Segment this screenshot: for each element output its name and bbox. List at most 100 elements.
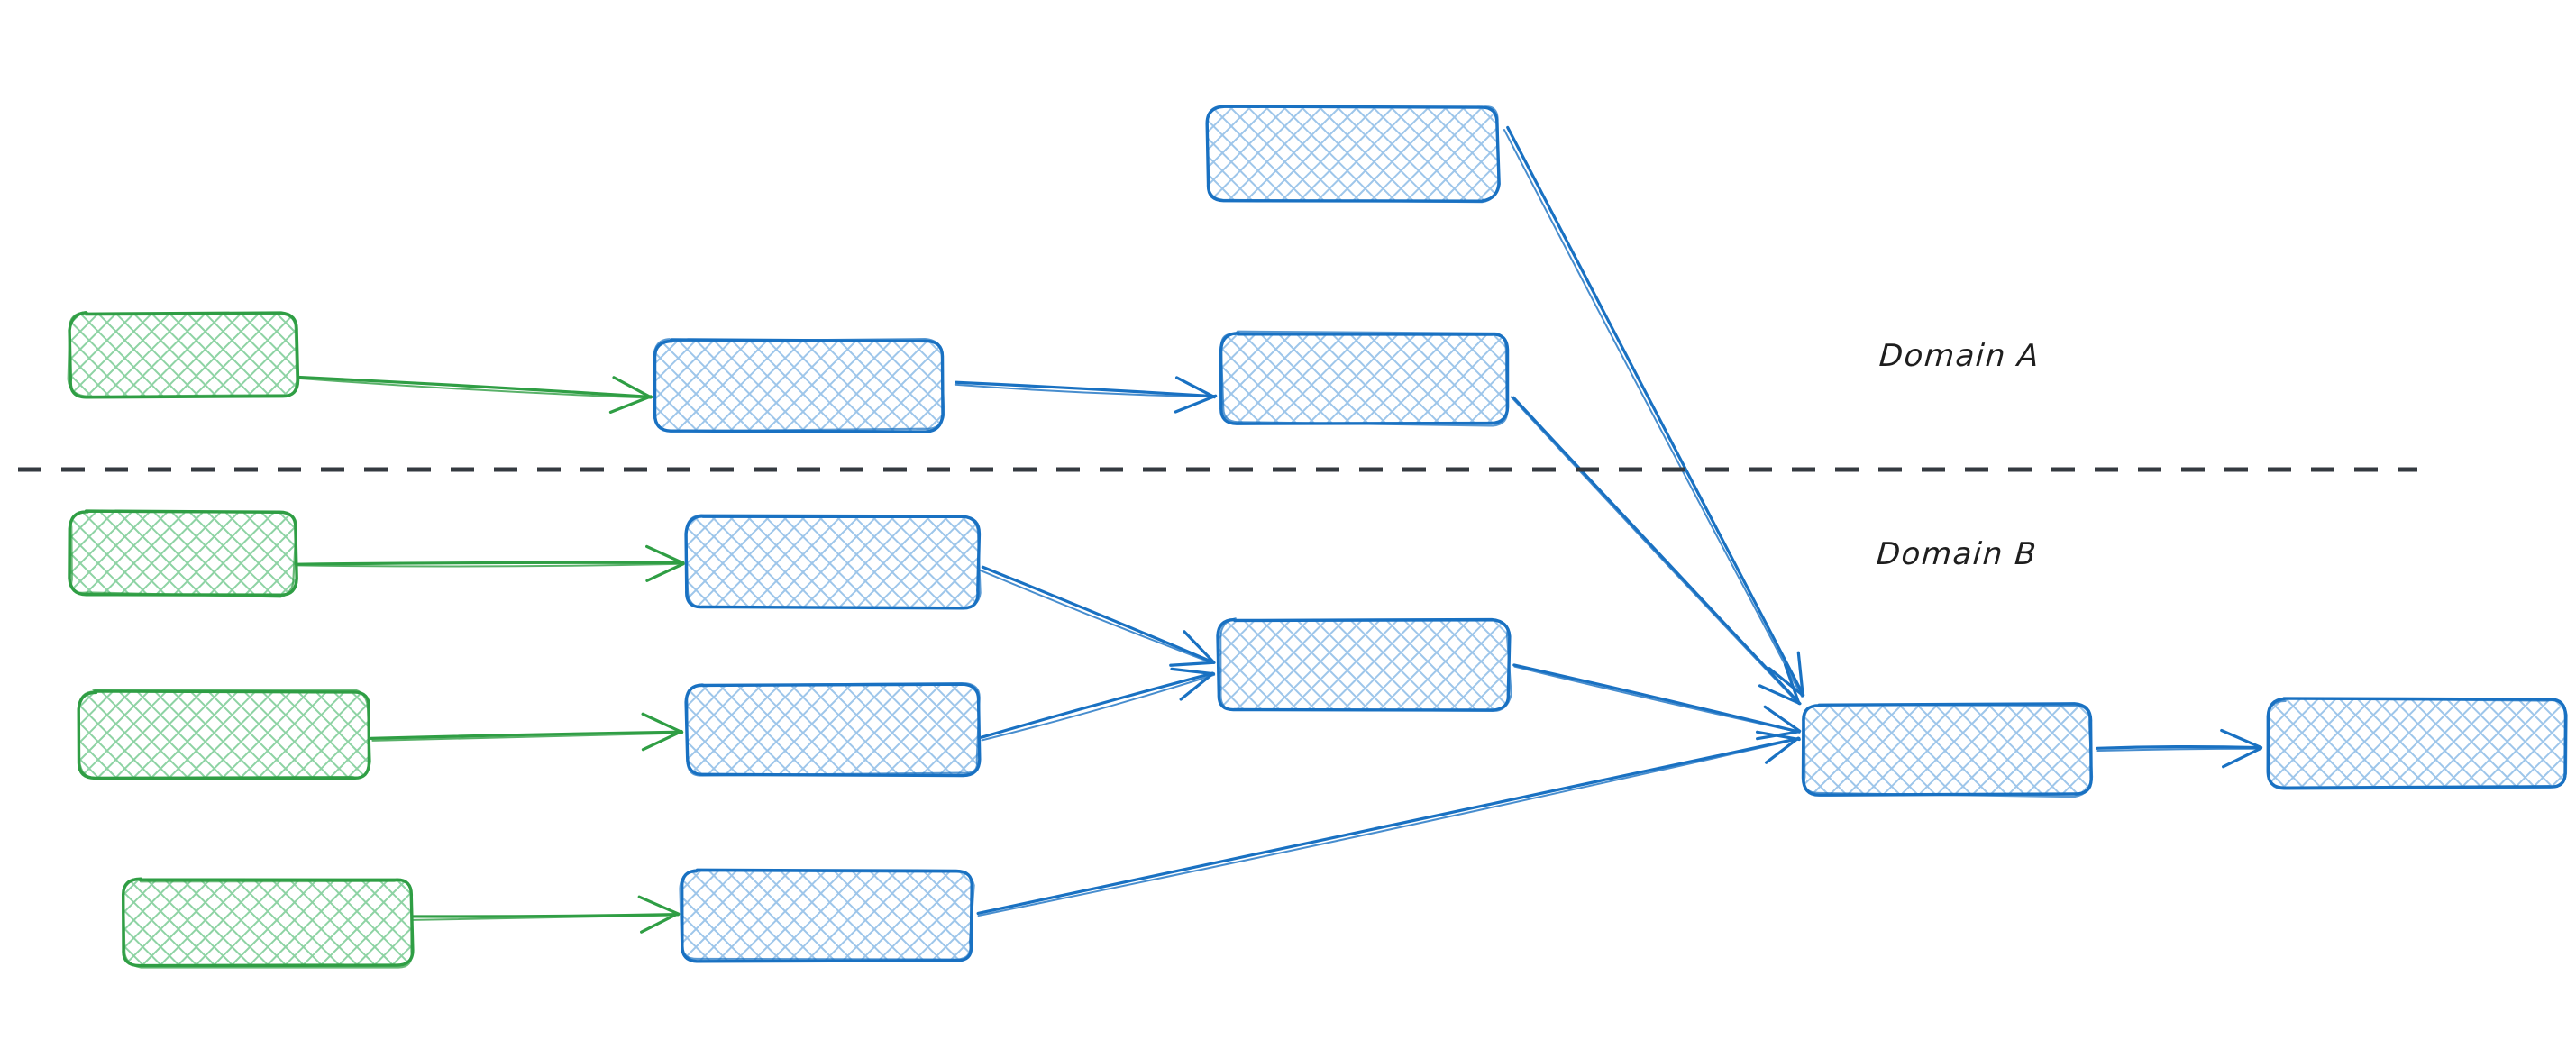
node-fill <box>1802 704 2092 796</box>
arrowhead-upper <box>1174 376 1216 399</box>
node-fill <box>1220 333 1509 424</box>
node-fill <box>686 516 980 608</box>
arrowhead-lower <box>1764 736 1800 764</box>
edge-shaft <box>981 565 1214 664</box>
node-blue-b6[interactable] <box>2266 697 2568 790</box>
node-outline <box>1803 704 2094 798</box>
arrowhead-lower <box>1758 684 1800 705</box>
edge-shaft <box>370 730 683 740</box>
node-outline <box>78 689 371 780</box>
edge-shaft <box>1512 396 1802 706</box>
edge-shaft <box>979 569 1213 664</box>
arrowhead-upper <box>641 712 684 734</box>
edge-e4[interactable] <box>1510 396 1802 706</box>
arrowhead-lower <box>645 562 685 582</box>
edge-shaft <box>2096 745 2261 750</box>
node-fill <box>1218 619 1510 711</box>
edge-shaft <box>1512 663 1801 734</box>
edge-e5[interactable] <box>296 544 685 582</box>
node-outline <box>679 870 975 961</box>
edge-shaft <box>297 375 653 399</box>
edge-shaft <box>2096 747 2261 753</box>
node-fill <box>681 870 973 962</box>
arrowhead-upper <box>1796 651 1804 698</box>
node-green-b1[interactable] <box>68 509 298 598</box>
node-outline <box>653 338 945 433</box>
edge-shaft <box>1510 396 1800 705</box>
edge-e3[interactable] <box>1503 125 1805 698</box>
edge-shaft <box>980 671 1214 739</box>
edge-e6[interactable] <box>370 712 684 752</box>
arrowhead-upper <box>1755 730 1801 742</box>
node-blue-b5[interactable] <box>1801 702 2094 798</box>
arrowhead-upper <box>2220 728 2263 750</box>
node-green-b2[interactable] <box>77 689 371 780</box>
arrowhead-lower <box>641 730 683 752</box>
edge-e11[interactable] <box>976 730 1801 917</box>
arrowhead-upper <box>645 544 685 565</box>
node-outline <box>2266 698 2568 790</box>
edge-shaft <box>954 383 1216 398</box>
arrowhead-upper <box>1784 663 1801 706</box>
node-fill <box>69 511 296 595</box>
node-outline <box>686 682 981 777</box>
node-blue-b2[interactable] <box>684 682 982 778</box>
node-outline <box>67 311 298 397</box>
arrowhead-upper <box>1763 705 1802 733</box>
arrowhead-lower <box>1179 672 1214 701</box>
domain-a-label: Domain A <box>1877 338 2042 374</box>
domain-b-label: Domain B <box>1875 536 2039 572</box>
edge-e12[interactable] <box>2096 728 2263 769</box>
edge-e10[interactable] <box>1512 663 1802 741</box>
node-fill <box>686 684 979 776</box>
node-outline <box>684 514 982 609</box>
edge-shaft <box>977 738 1800 917</box>
node-fill <box>123 879 413 967</box>
arrowhead-lower <box>1174 394 1218 414</box>
node-blue-b3[interactable] <box>679 868 975 963</box>
arrowhead-upper <box>1170 667 1216 676</box>
node-blue-a1[interactable] <box>653 338 945 433</box>
node-fill <box>654 340 942 431</box>
edge-e2[interactable] <box>954 376 1218 414</box>
edge-shaft <box>296 561 685 566</box>
node-outline <box>1219 617 1512 712</box>
node-blue-b1[interactable] <box>684 514 982 610</box>
node-blue-b4[interactable] <box>1216 617 1512 712</box>
edge-shaft <box>296 377 653 399</box>
edge-shaft <box>955 380 1216 398</box>
node-blue-a2[interactable] <box>1219 330 1510 427</box>
node-fill <box>70 314 297 397</box>
arrowhead-lower <box>2222 746 2262 769</box>
node-fill <box>78 691 370 780</box>
edge-shaft <box>1506 125 1805 697</box>
edge-shaft <box>297 562 684 568</box>
node-outline <box>1219 330 1509 427</box>
edge-shaft <box>411 914 680 921</box>
edge-e8[interactable] <box>979 565 1216 667</box>
arrowhead-lower <box>608 395 653 414</box>
node-fill <box>1207 105 1498 201</box>
node-outline <box>69 510 297 598</box>
edge-layer <box>296 125 2263 934</box>
edge-shaft <box>1513 665 1800 734</box>
node-outline <box>1206 105 1500 204</box>
node-green-a1[interactable] <box>67 311 300 399</box>
arrowhead-lower <box>640 912 679 934</box>
edge-shaft <box>976 736 1801 916</box>
arrowhead-lower <box>1169 661 1216 667</box>
node-layer <box>67 105 2568 969</box>
node-blue-a3[interactable] <box>1205 105 1501 204</box>
edge-e7[interactable] <box>411 895 681 934</box>
node-green-b3[interactable] <box>121 877 415 969</box>
edge-shaft <box>981 673 1216 742</box>
edge-shaft <box>1503 129 1804 698</box>
edge-shaft <box>371 732 683 742</box>
node-fill <box>2267 698 2566 788</box>
edge-e9[interactable] <box>980 667 1216 742</box>
edge-e1[interactable] <box>296 375 653 414</box>
arrowhead-upper <box>612 376 652 399</box>
arrowhead-upper <box>1183 630 1216 664</box>
